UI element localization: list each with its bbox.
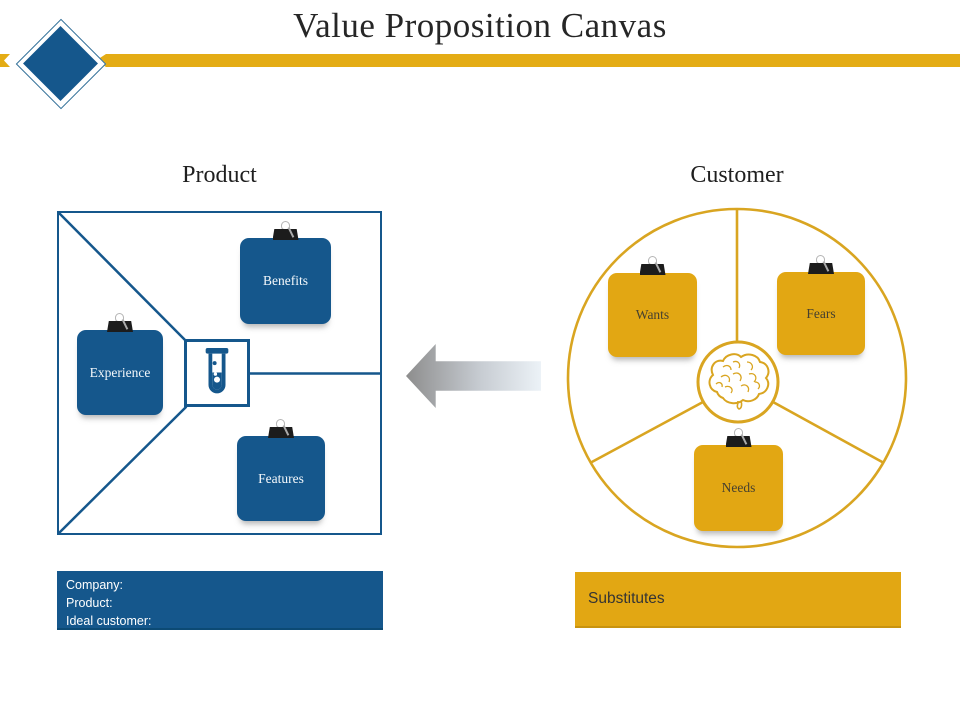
note-label: Features [258, 470, 304, 486]
company-info-box[interactable]: Company: Product: Ideal customer: [57, 571, 383, 630]
note-wants[interactable]: Wants [608, 256, 697, 357]
binder-clip-icon [638, 256, 668, 275]
header-accent-bar [96, 54, 960, 67]
substitutes-label: Substitutes [588, 590, 665, 607]
binder-clip-icon [806, 255, 836, 274]
note-label: Benefits [263, 273, 308, 288]
binder-clip-icon [271, 221, 301, 240]
note-features[interactable]: Features [237, 419, 325, 521]
product-section-heading: Product [182, 162, 257, 188]
note-label: Experience [89, 364, 151, 380]
header-accent-bar-tail [0, 54, 10, 67]
binder-clip-icon [266, 419, 296, 438]
product-canvas-box [57, 211, 382, 535]
product-line: Product: [66, 596, 113, 610]
note-fears[interactable]: Fears [777, 255, 865, 355]
page-title: Value Proposition Canvas [293, 6, 667, 45]
test-tube-icon [205, 347, 229, 393]
product-center-cell [184, 339, 250, 407]
binder-clip-icon [724, 428, 754, 447]
company-line: Company: [66, 578, 123, 592]
customer-section-heading: Customer [690, 162, 784, 188]
ideal-customer-line: Ideal customer: [66, 614, 152, 628]
substitutes-box[interactable]: Substitutes [575, 572, 901, 628]
product-divider-lines [59, 213, 380, 533]
note-label: Fears [806, 305, 836, 321]
note-label: Needs [721, 480, 756, 495]
binder-clip-icon [105, 313, 135, 332]
note-needs[interactable]: Needs [694, 428, 783, 531]
left-arrow-icon [406, 344, 541, 408]
note-experience[interactable]: Experience [77, 313, 163, 415]
note-label: Wants [635, 307, 670, 322]
note-benefits[interactable]: Benefits [240, 221, 331, 324]
brain-icon [703, 352, 773, 410]
